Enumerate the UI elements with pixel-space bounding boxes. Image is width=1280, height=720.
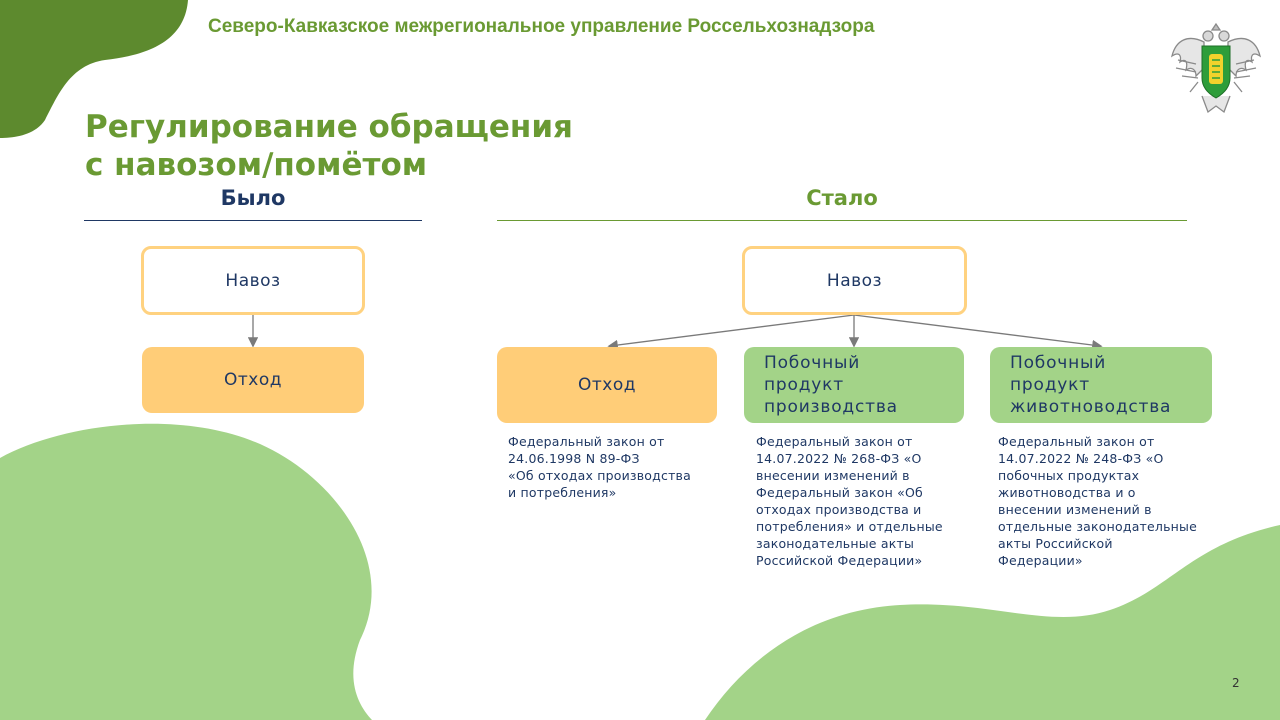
law-reference-waste: Федеральный закон от 24.06.1998 N 89-ФЗ … <box>508 434 691 500</box>
slide-title-line2: с навозом/помётом <box>85 147 428 183</box>
rosselkhoznadzor-emblem <box>1170 22 1262 114</box>
slide-title: Регулирование обращения с навозом/помёто… <box>85 108 573 184</box>
now-divider <box>497 220 1187 221</box>
law-reference-production: Федеральный закон от 14.07.2022 № 268-ФЗ… <box>756 434 943 568</box>
top-left-blob <box>0 0 188 138</box>
was-heading: Было <box>220 186 286 210</box>
now-byproduct-production-label: Побочный продукт производства <box>764 353 898 417</box>
bottom-right-blob <box>705 525 1280 720</box>
slide-title-line1: Регулирование обращения <box>85 109 573 145</box>
bottom-left-blob <box>0 423 372 720</box>
was-manure-box: Навоз <box>141 246 365 315</box>
now-waste-box: Отход <box>497 347 717 423</box>
now-byproduct-livestock-box: Побочный продукт животноводства <box>990 347 1212 423</box>
now-manure-box: Навоз <box>742 246 967 315</box>
was-manure-label: Навоз <box>225 270 281 291</box>
page-number: 2 <box>1232 676 1240 690</box>
now-byproduct-livestock-label: Побочный продукт животноводства <box>1010 353 1172 417</box>
organization-name: Северо-Кавказское межрегиональное управл… <box>208 16 875 37</box>
law-reference-livestock: Федеральный закон от 14.07.2022 № 248-ФЗ… <box>998 434 1198 568</box>
now-heading: Стало <box>806 186 878 210</box>
now-byproduct-production-box: Побочный продукт производства <box>744 347 964 423</box>
now-manure-label: Навоз <box>826 270 883 291</box>
was-waste-box: Отход <box>142 347 364 413</box>
now-waste-label: Отход <box>578 375 636 395</box>
was-divider <box>84 220 422 221</box>
was-waste-label: Отход <box>224 370 282 390</box>
